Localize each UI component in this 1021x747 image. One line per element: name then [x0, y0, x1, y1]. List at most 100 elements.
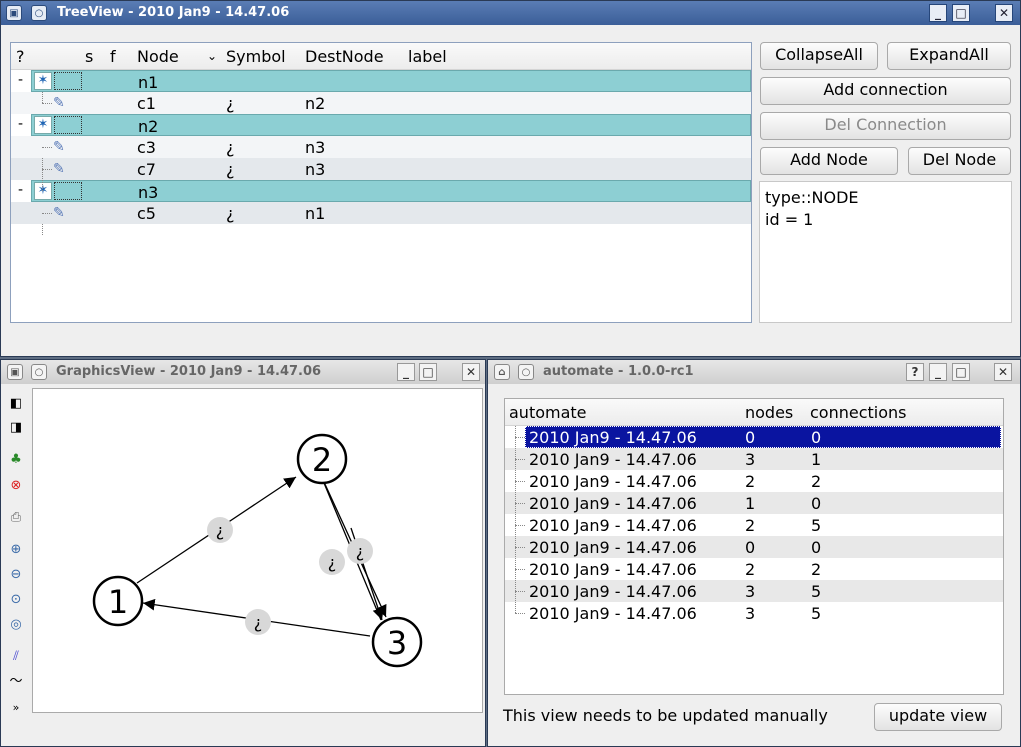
sticky-icon[interactable]: ○ — [518, 364, 534, 380]
expand-all-button[interactable]: ExpandAll — [887, 42, 1011, 70]
window-menu-icon[interactable]: ▣ — [7, 364, 23, 380]
expand-collapse-toggle[interactable]: - — [18, 182, 24, 198]
graphicsview-titlebar[interactable]: ▣ ○ GraphicsView - 2010 Jan9 - 14.47.06 … — [1, 360, 485, 384]
automate-cell-nodes: 2 — [745, 516, 756, 535]
automate-table[interactable]: automate nodes connections 2010 Jan9 - 1… — [504, 398, 1004, 695]
column-header-f[interactable]: f — [110, 47, 116, 66]
graph-node-3[interactable] — [371, 616, 423, 668]
tree-table[interactable]: ? s f Node ⌄ Symbol DestNode label -✶n1✎… — [10, 42, 752, 323]
update-view-button[interactable]: update view — [874, 703, 1002, 731]
graphics-toolbar: ◧ ◨ ♣ ⊗ ⎙ ⊕ ⊖ ⊙ ◎ ⫽ 〜 » — [1, 386, 31, 746]
column-header-nodes[interactable]: nodes — [745, 403, 794, 422]
minimize-button[interactable]: _ — [397, 363, 415, 381]
maximize-button[interactable]: □ — [419, 363, 437, 381]
column-header-label[interactable]: label — [408, 47, 447, 66]
tree-node-row[interactable]: -✶n2 — [18, 114, 751, 136]
close-button[interactable]: ✕ — [995, 4, 1013, 22]
tree-vertical-line — [42, 224, 43, 235]
zoom-in-icon[interactable]: ⊕ — [10, 542, 22, 557]
nodes: 1 2 3 — [92, 433, 423, 668]
print-icon[interactable]: ⎙ — [10, 510, 22, 525]
tree-node-row[interactable]: -✶n3 — [18, 180, 751, 202]
edge-label-bg[interactable] — [347, 538, 373, 564]
tree-connection-row[interactable]: ✎c3¿n3 — [11, 136, 751, 158]
zoom-reset-icon[interactable]: ◎ — [10, 617, 22, 632]
sticky-icon[interactable]: ○ — [31, 5, 47, 21]
fit-left-icon[interactable]: ◧ — [9, 396, 23, 411]
automate-titlebar[interactable]: ⌂ ○ automate - 1.0.0-rc1 ? _ □ ✕ — [488, 360, 1020, 384]
treeview-window: ▣ ○ TreeView - 2010 Jan9 - 14.47.06 _ □ … — [0, 0, 1021, 357]
tree-connection-row[interactable]: ✎c1¿n2 — [11, 92, 751, 114]
column-header-s[interactable]: s — [85, 47, 94, 66]
automate-cell-nodes: 3 — [745, 604, 756, 623]
collapse-all-button[interactable]: CollapseAll — [760, 42, 878, 70]
close-button[interactable]: ✕ — [462, 363, 480, 381]
tree-cell-node: c1 — [137, 94, 156, 113]
home-icon[interactable]: ⌂ — [494, 364, 510, 380]
column-header-help[interactable]: ? — [16, 47, 25, 66]
edge-label-bg[interactable] — [319, 549, 345, 575]
tree-header: ? s f Node ⌄ Symbol DestNode label — [11, 43, 751, 70]
straight-edges-icon[interactable]: ⫽ — [13, 649, 19, 664]
zoom-fit-icon[interactable]: ⊙ — [10, 592, 22, 607]
more-tools-icon[interactable]: » — [12, 701, 20, 714]
tree-cell-symbol: ¿ — [226, 160, 235, 179]
tree-vertical-line — [42, 92, 43, 103]
edge-label-bg[interactable] — [245, 609, 271, 635]
automate-cell-connections: 5 — [811, 516, 822, 535]
connection-icon: ✎ — [53, 205, 65, 221]
del-node-button[interactable]: Del Node — [908, 147, 1011, 175]
zoom-out-icon[interactable]: ⊖ — [10, 567, 22, 582]
edge-label-bg[interactable] — [207, 517, 233, 543]
connection-icon: ✎ — [53, 139, 65, 155]
layout-tree-icon[interactable]: ♣ — [10, 452, 22, 467]
automate-cell-nodes: 0 — [745, 538, 756, 557]
column-header-symbol[interactable]: Symbol — [226, 47, 286, 66]
minimize-button[interactable]: _ — [929, 4, 947, 22]
tree-branch-line — [42, 213, 52, 214]
tree-connection-row[interactable]: ✎c7¿n3 — [11, 158, 751, 180]
graph-node-3-label: 3 — [387, 624, 407, 662]
window-menu-icon[interactable]: ▣ — [6, 5, 22, 21]
maximize-button[interactable]: □ — [952, 363, 970, 381]
sticky-icon[interactable]: ○ — [31, 364, 47, 380]
graph-svg: ¿ ¿ ¿ ¿ 1 2 3 — [92, 433, 423, 668]
column-header-node[interactable]: Node — [137, 47, 179, 66]
column-header-connections[interactable]: connections — [810, 403, 907, 422]
expand-collapse-toggle[interactable]: - — [18, 116, 24, 132]
tree-branch-line — [515, 481, 525, 482]
help-button[interactable]: ? — [906, 363, 924, 381]
column-header-automate[interactable]: automate — [509, 403, 587, 422]
tree-branch-line — [42, 103, 52, 104]
treeview-titlebar[interactable]: ▣ ○ TreeView - 2010 Jan9 - 14.47.06 _ □ … — [1, 1, 1020, 25]
expand-collapse-toggle[interactable]: - — [18, 72, 24, 88]
graph-node-1[interactable] — [92, 575, 144, 627]
tree-vertical-line — [42, 158, 43, 191]
fit-right-icon[interactable]: ◨ — [9, 420, 23, 435]
tree-node-row[interactable]: -✶n1 — [18, 70, 751, 92]
info-panel: type::NODE id = 1 — [759, 181, 1012, 323]
add-connection-button[interactable]: Add connection — [760, 77, 1011, 105]
tree-cell-symbol: ¿ — [226, 138, 235, 157]
curved-edges-icon[interactable]: 〜 — [9, 674, 23, 689]
graph-node-2[interactable] — [296, 433, 348, 485]
add-node-button[interactable]: Add Node — [760, 147, 898, 175]
tree-connection-row[interactable]: ✎c5¿n1 — [11, 202, 751, 224]
del-connection-button[interactable]: Del Connection — [760, 112, 1011, 140]
minimize-button[interactable]: _ — [929, 363, 947, 381]
automate-cell-nodes: 3 — [745, 450, 756, 469]
maximize-button[interactable]: □ — [952, 4, 970, 22]
stop-icon[interactable]: ⊗ — [10, 478, 22, 493]
graph-canvas[interactable]: ¿ ¿ ¿ ¿ 1 2 3 — [32, 388, 483, 713]
close-button[interactable]: ✕ — [994, 363, 1012, 381]
column-header-destnode[interactable]: DestNode — [305, 47, 384, 66]
